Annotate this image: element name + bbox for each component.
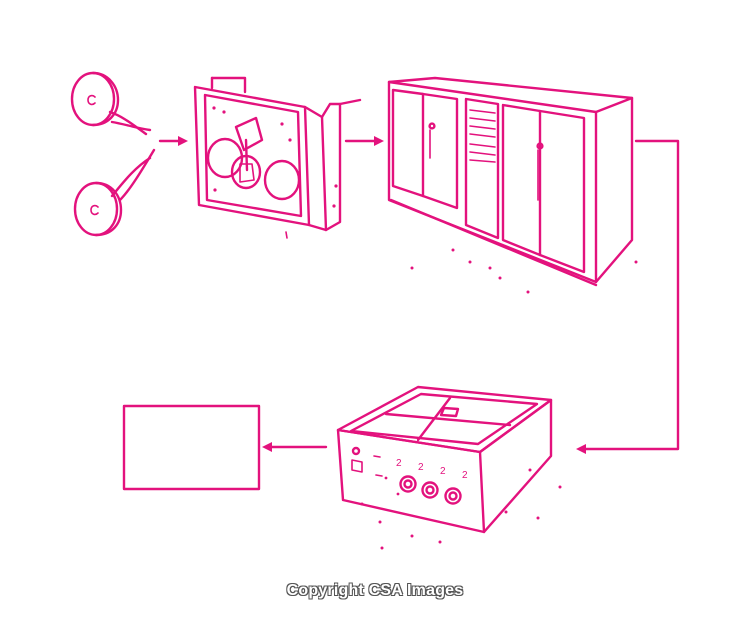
arrow-console-to-output bbox=[262, 442, 328, 452]
tape-reader-machine-icon bbox=[193, 76, 362, 239]
arrow-reels-to-reader bbox=[158, 136, 188, 146]
svg-text:2: 2 bbox=[440, 466, 446, 477]
top-tape-reel bbox=[70, 71, 152, 136]
svg-text:2: 2 bbox=[462, 470, 468, 481]
mainframe-cabinet-icon bbox=[387, 76, 638, 294]
svg-text:2: 2 bbox=[418, 462, 424, 473]
tape-reels-icon bbox=[70, 71, 156, 237]
copyright-watermark: Copyright CSA Images bbox=[286, 582, 464, 599]
arrow-computer-to-console bbox=[576, 139, 680, 454]
svg-text:2: 2 bbox=[396, 458, 402, 469]
output-box bbox=[122, 404, 261, 491]
control-console-icon: 2 2 2 2 bbox=[336, 385, 562, 550]
bottom-tape-reel bbox=[73, 148, 156, 237]
arrow-reader-to-computer bbox=[344, 136, 384, 146]
